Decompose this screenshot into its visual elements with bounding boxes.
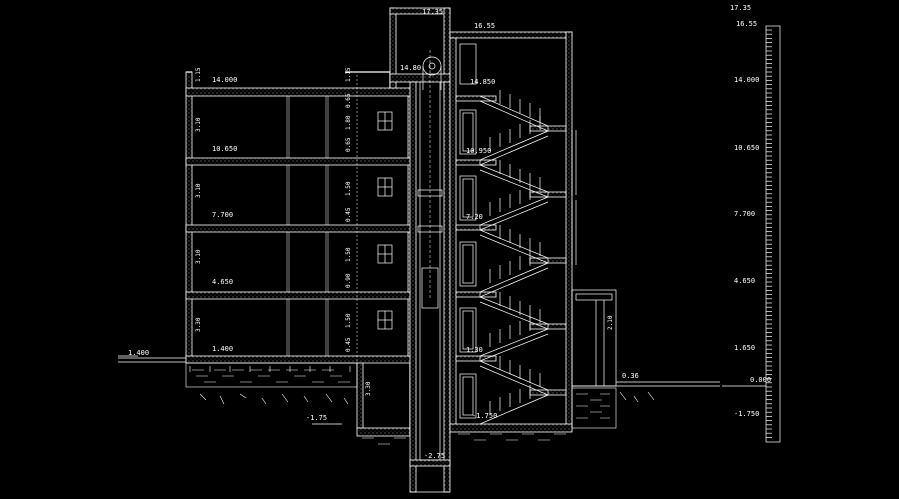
- svg-text:3.30: 3.30: [365, 381, 372, 396]
- svg-text:0.45: 0.45: [345, 337, 352, 352]
- left-outer-wall: [185, 71, 193, 359]
- level-stair-mid: 7.20: [466, 213, 483, 221]
- svg-text:3.10: 3.10: [195, 183, 202, 198]
- left-level-labels: 14.000 10.650 7.700 4.650 1.400 1.400 -1…: [118, 76, 440, 461]
- level-l3: 7.700: [212, 211, 233, 219]
- svg-text:1.50: 1.50: [345, 313, 352, 328]
- roof-slab: [185, 87, 415, 97]
- level-stair-low: 1.30: [466, 346, 483, 354]
- stair-level-labels: 16.55 17.35 14.80 14.850 10.950 7.20 1.3…: [400, 8, 639, 460]
- slab-l2: [185, 291, 415, 300]
- level-l2: 4.650: [212, 278, 233, 286]
- svg-text:2.10: 2.10: [607, 315, 614, 330]
- scale-top2: 16.55: [736, 20, 757, 28]
- svg-text:0.45: 0.45: [345, 207, 352, 222]
- svg-text:1.50: 1.50: [345, 247, 352, 262]
- level-ground: 1.400: [128, 349, 149, 357]
- scale-l1: 1.650: [734, 344, 755, 352]
- level-machine: 17.35: [422, 8, 443, 16]
- stairwell: [449, 31, 720, 433]
- elevator-pulley-icon: [422, 56, 442, 90]
- left-dims: 1.15 3.10 3.10 3.10 3.30 1.15 0.65 1.80 …: [195, 67, 614, 396]
- elevator-shaft: [389, 7, 451, 493]
- svg-text:1.50: 1.50: [345, 181, 352, 196]
- svg-text:3.10: 3.10: [195, 117, 202, 132]
- level-roof: 14.000: [212, 76, 237, 84]
- scale-l3: 7.700: [734, 210, 755, 218]
- level-stair-mid-upper: 10.950: [466, 147, 491, 155]
- level-stair-roof: 14.850: [470, 78, 495, 86]
- slab-ground: [185, 355, 415, 364]
- scale-l4: 10.650: [734, 144, 759, 152]
- window-icon: [377, 111, 393, 330]
- level-stair-base: -1.750: [472, 412, 497, 420]
- scale-top: 17.35: [730, 4, 751, 12]
- left-building: [118, 71, 415, 437]
- svg-text:1.15: 1.15: [345, 67, 352, 82]
- level-l1: 1.400: [212, 345, 233, 353]
- level-stair-top: 16.55: [474, 22, 495, 30]
- foundation-left: [185, 362, 358, 405]
- level-marker-icon: [118, 355, 440, 461]
- svg-text:3.30: 3.30: [195, 317, 202, 332]
- svg-text:1.15: 1.15: [195, 67, 202, 82]
- scale-l2: 4.650: [734, 277, 755, 285]
- level-elevator: 14.80: [400, 64, 421, 72]
- scale-neg: -1.750: [734, 410, 759, 418]
- foundation-right: [362, 387, 655, 445]
- slab-l3: [185, 224, 415, 233]
- scale-l5: 14.000: [734, 76, 759, 84]
- slab-l4: [185, 157, 415, 166]
- level-pit: -2.75: [424, 452, 445, 460]
- level-scale: 17.35 16.55 14.000 10.650 7.700 4.650 1.…: [722, 4, 781, 443]
- level-basement: -1.75: [306, 414, 327, 422]
- svg-text:0.90: 0.90: [345, 273, 352, 288]
- level-l4: 10.650: [212, 145, 237, 153]
- scale-zero: 0.000: [750, 376, 771, 384]
- svg-text:3.10: 3.10: [195, 249, 202, 264]
- svg-text:1.80: 1.80: [345, 115, 352, 130]
- stair-icon: [479, 90, 549, 425]
- level-right-ground: 0.36: [622, 372, 639, 380]
- svg-text:0.65: 0.65: [345, 93, 352, 108]
- svg-text:0.65: 0.65: [345, 137, 352, 152]
